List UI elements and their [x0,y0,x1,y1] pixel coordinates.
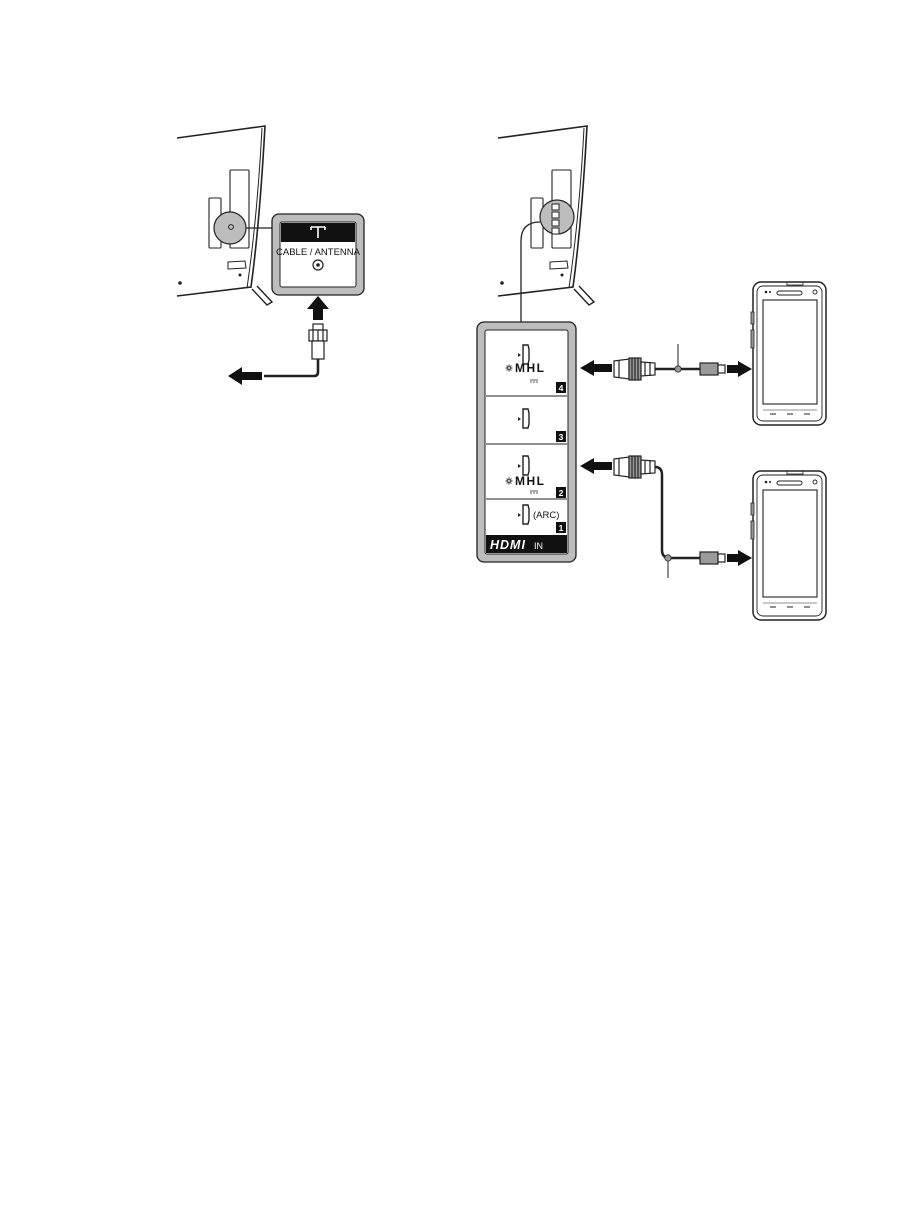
port-number: 1 [559,523,564,533]
smartphone-lower [751,471,826,620]
svg-text:MHL: MHL [515,361,546,375]
coax-plug [309,324,327,359]
port-number: 3 [559,432,564,442]
hdmi-plug-lower [614,456,655,478]
svg-text:(ARC): (ARC) [533,510,559,521]
antenna-label: CABLE / ANTENNA [276,247,361,258]
arrow-left-icon [580,360,612,376]
antenna-cable [264,359,318,376]
port-number: 2 [559,488,564,498]
arrow-right-icon [727,550,752,566]
svg-text:MHL: MHL [515,474,546,488]
hdmi-plug-upper [614,358,655,380]
svg-text:HDMI: HDMI [490,538,526,552]
micro-usb-plug-upper [700,363,725,375]
micro-usb-plug-lower [700,552,725,564]
arrow-right-icon [727,361,752,377]
hdmi-in-logo: HDMI IN [486,535,567,553]
arrow-left-icon [228,367,262,385]
arrow-left-icon [580,458,612,474]
antenna-port-highlight [214,212,246,244]
svg-text:IN: IN [534,541,543,551]
smartphone-upper [751,282,826,425]
antenna-callout-panel: CABLE / ANTENNA [272,214,364,295]
port-number: 4 [559,383,564,393]
arrow-up-icon [307,296,329,320]
